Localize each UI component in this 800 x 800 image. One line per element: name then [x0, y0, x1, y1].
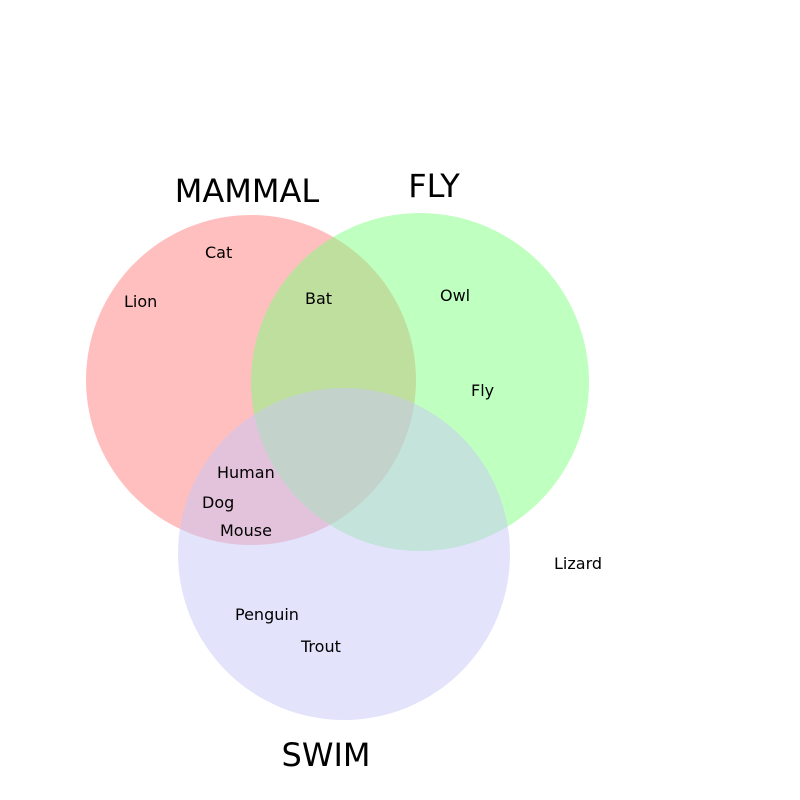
swim-set-title: SWIM — [282, 736, 371, 774]
member-cat: Cat — [205, 243, 232, 262]
mammal-set-title: MAMMAL — [175, 172, 320, 210]
member-lizard: Lizard — [554, 554, 602, 573]
fly-set-title: FLY — [408, 167, 460, 205]
member-trout: Trout — [300, 637, 341, 656]
member-lion: Lion — [124, 292, 157, 311]
member-dog: Dog — [202, 493, 234, 512]
member-fly: Fly — [471, 381, 494, 400]
member-human: Human — [217, 463, 275, 482]
member-penguin: Penguin — [235, 605, 299, 624]
swim-set-circle — [178, 388, 510, 720]
member-bat: Bat — [305, 289, 332, 308]
member-mouse: Mouse — [220, 521, 272, 540]
member-owl: Owl — [440, 286, 470, 305]
